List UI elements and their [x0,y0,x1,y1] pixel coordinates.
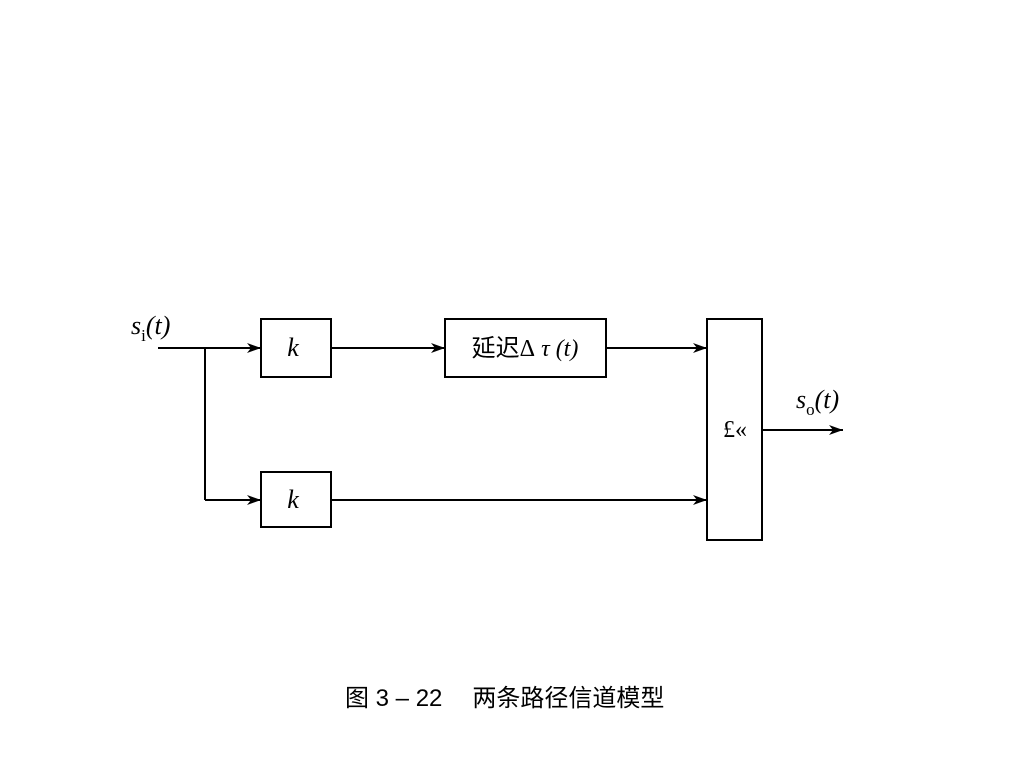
sum-block [706,318,763,541]
delay-block [444,318,607,378]
gain-top-label: k [287,333,299,362]
gain-block-top [260,318,332,378]
figure-number: 图 3 – 22 [345,685,442,712]
output-signal-label: so(t) [796,385,839,419]
gain-block-bottom [260,471,332,528]
sum-block-label: £« [723,417,747,443]
figure-caption: 图 3 – 22 两条路径信道模型 [345,685,664,712]
figure-title: 两条路径信道模型 [472,685,664,712]
gain-bottom-label: k [287,485,299,514]
input-signal-label: si(t) [131,311,170,345]
